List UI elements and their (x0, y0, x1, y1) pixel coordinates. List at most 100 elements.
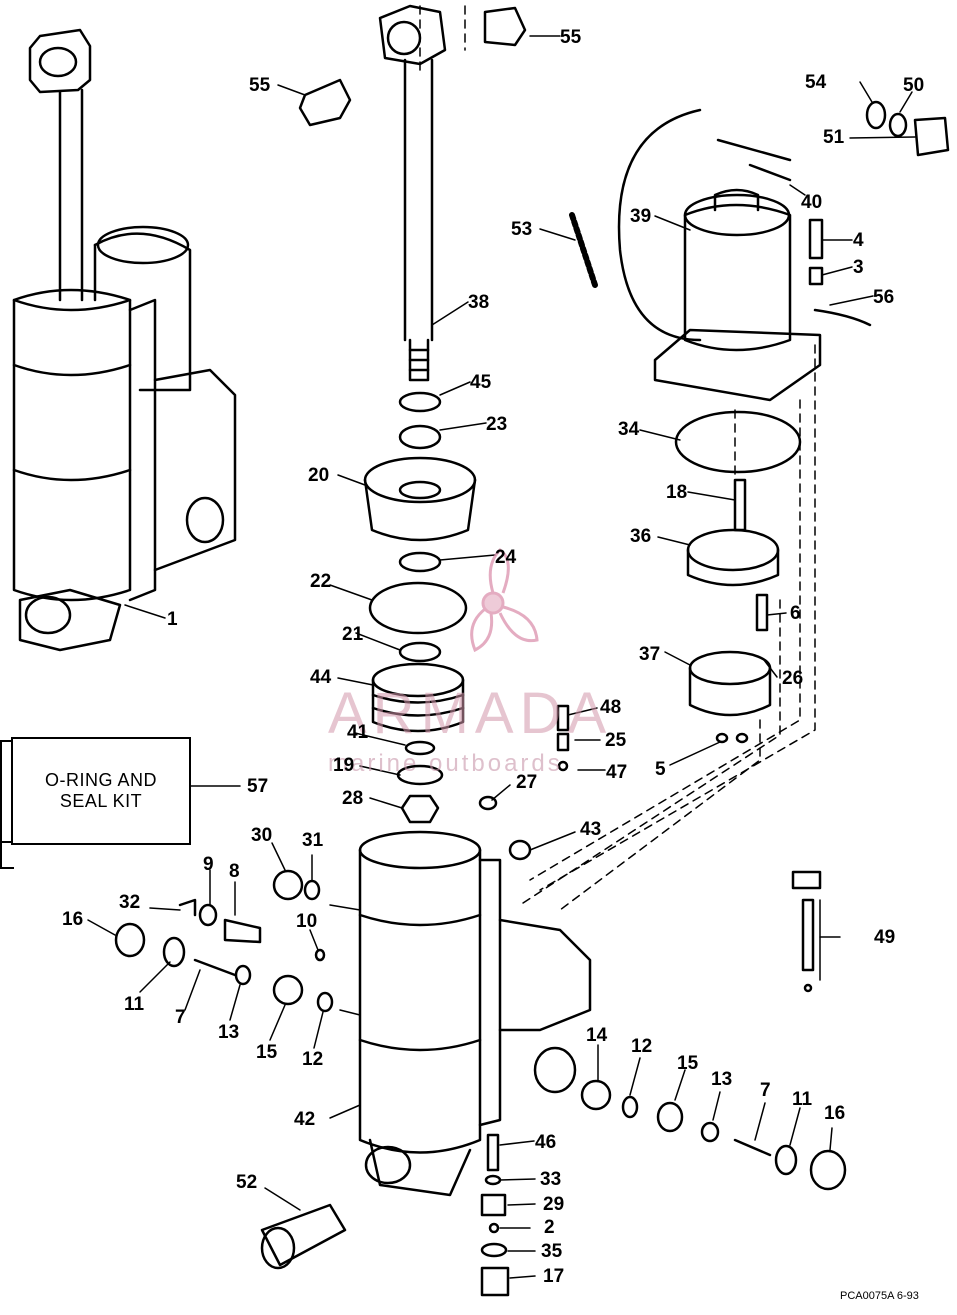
oring-35 (480, 1242, 508, 1258)
cap-54 (865, 100, 887, 130)
callout-13-left: 13 (218, 1022, 240, 1043)
oring-50 (888, 112, 908, 138)
oring-9 (198, 903, 218, 927)
ring-24 (398, 551, 442, 573)
clip-32 (178, 898, 197, 917)
wire-40 (716, 138, 792, 182)
callout-51: 51 (823, 127, 845, 148)
callout-38: 38 (468, 292, 490, 313)
kit-box-side (0, 740, 14, 869)
callout-18: 18 (666, 482, 688, 503)
callout-12-right: 12 (631, 1036, 653, 1057)
oring-34 (674, 410, 802, 474)
motor-39 (617, 108, 822, 402)
callout-9: 9 (203, 854, 214, 875)
spring-7-right (733, 1138, 772, 1157)
callout-14: 14 (586, 1025, 608, 1046)
callout-40: 40 (801, 192, 823, 213)
callout-12-left: 12 (302, 1049, 324, 1070)
callout-33: 33 (540, 1169, 562, 1190)
callout-30: 30 (251, 825, 273, 846)
callout-42: 42 (294, 1109, 316, 1130)
callout-48: 48 (600, 697, 622, 718)
oring-22 (368, 581, 468, 635)
kit-label-line2: SEAL KIT (59, 791, 143, 811)
callout-20: 20 (308, 465, 330, 486)
valve-kit-49 (791, 870, 822, 890)
callout-32: 32 (119, 892, 141, 913)
ball-10 (314, 948, 326, 962)
figure-code: PCA0075A 6-93 (840, 1290, 919, 1302)
callout-43: 43 (580, 819, 602, 840)
pin-46 (486, 1133, 500, 1172)
callout-47: 47 (606, 762, 628, 783)
callout-22: 22 (310, 571, 332, 592)
bushing-55-left (298, 78, 352, 127)
callout-16-left: 16 (62, 909, 84, 930)
plug-16-right (809, 1149, 847, 1191)
callout-2: 2 (544, 1217, 555, 1238)
callout-4: 4 (853, 230, 864, 251)
callout-10: 10 (296, 911, 318, 932)
callout-52: 52 (236, 1172, 258, 1193)
callout-56: 56 (873, 287, 895, 308)
tilt-ram (378, 4, 447, 382)
callout-45: 45 (470, 372, 492, 393)
callout-54: 54 (805, 72, 827, 93)
callout-36: 36 (630, 526, 652, 547)
ring-45 (398, 391, 442, 413)
callout-41: 41 (347, 722, 369, 743)
ball-5a (715, 732, 729, 744)
ball-47 (557, 760, 569, 772)
callout-39: 39 (630, 206, 652, 227)
callout-13-right: 13 (711, 1069, 733, 1090)
callout-53: 53 (511, 219, 533, 240)
callout-27: 27 (516, 772, 538, 793)
callout-26: 26 (782, 668, 804, 689)
callout-50: 50 (903, 75, 925, 96)
callout-5: 5 (655, 759, 666, 780)
callout-1: 1 (167, 609, 178, 630)
pump-37 (688, 650, 772, 717)
valve-29 (480, 1193, 507, 1217)
callout-34: 34 (618, 419, 640, 440)
callout-7-left: 7 (175, 1007, 186, 1028)
check-13-right (700, 1121, 720, 1143)
lead-56 (813, 308, 872, 327)
callout-28: 28 (342, 788, 364, 809)
check-13-left (234, 964, 252, 986)
callout-25: 25 (605, 730, 627, 751)
seat-15-left (272, 974, 304, 1006)
plug-17 (480, 1266, 510, 1297)
bushing-55-top (483, 6, 527, 47)
sleeve-53 (569, 212, 598, 288)
watermark-tagline: marine outboards (328, 750, 563, 777)
callout-6: 6 (790, 603, 801, 624)
callout-37: 37 (639, 644, 661, 665)
plug-27 (478, 795, 498, 811)
memory-piston-44 (371, 662, 465, 733)
oring-41 (404, 740, 436, 756)
callout-31: 31 (302, 830, 324, 851)
callout-7-right: 7 (760, 1080, 771, 1101)
propeller-logo (470, 548, 539, 653)
valve-25 (556, 732, 570, 752)
callout-44: 44 (310, 667, 332, 688)
callout-15-right: 15 (677, 1053, 699, 1074)
ring-23 (398, 424, 442, 450)
screw-6 (755, 593, 769, 632)
oring-12-right (621, 1095, 639, 1119)
manifold-36 (686, 528, 780, 587)
callout-35: 35 (541, 1241, 563, 1262)
pin-18 (733, 478, 747, 532)
kit-label-line1: O-RING AND (44, 770, 157, 790)
callout-49: 49 (874, 927, 896, 948)
spring-7-left (193, 958, 237, 977)
callout-23: 23 (486, 414, 508, 435)
ring-21 (398, 641, 442, 663)
spring-48 (556, 704, 570, 732)
nut-28 (400, 794, 440, 824)
callout-11-right: 11 (792, 1089, 813, 1110)
